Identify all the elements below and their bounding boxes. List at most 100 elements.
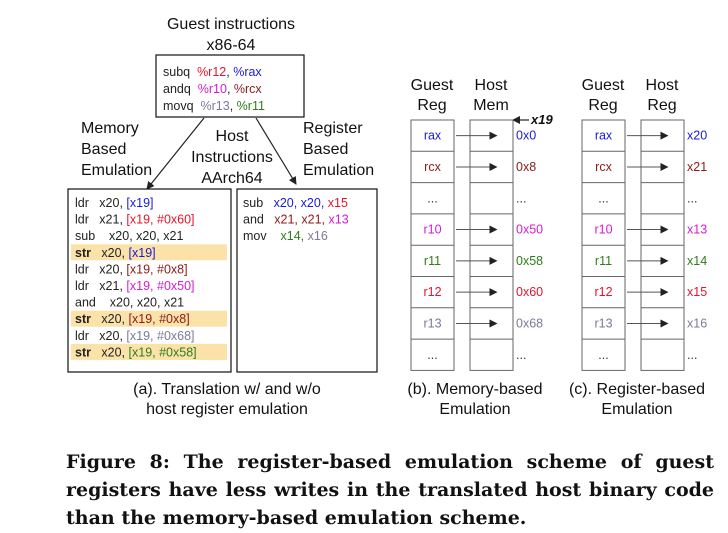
register-code-line: mov x14, x16: [243, 229, 328, 243]
register-label-line-3: Emulation: [303, 162, 374, 179]
caption-c-line-1: (c). Register-based: [569, 381, 705, 398]
caption-a-line-1: (a). Translation w/ and w/o: [133, 381, 321, 398]
code-token: ,: [227, 82, 234, 96]
caption-c-line-2: Emulation: [601, 401, 672, 418]
guest-reg-cell: r13: [423, 316, 441, 330]
code-token: movq: [163, 99, 194, 113]
host-cell: x15: [687, 285, 707, 299]
memory-code-line: ldr x21, [x19, #0x50]: [75, 279, 195, 293]
caption-a-line-2: host register emulation: [146, 401, 308, 418]
guest-title: Guest instructions: [167, 16, 295, 33]
code-token: [x19, #0x58]: [129, 345, 197, 359]
code-token: %r11: [237, 99, 265, 113]
guest-reg-cell: rcx: [595, 160, 612, 174]
code-token: %rcx: [234, 82, 263, 96]
memory-code-line: ldr x20, [x19, #0x68]: [75, 329, 195, 343]
host-instructions-label: Host Instructions AArch64: [191, 128, 273, 187]
code-token: [x19]: [126, 196, 153, 210]
panel-c-col1-line-1: Guest: [582, 77, 625, 94]
memory-code-line: sub x20, x20, x21: [75, 229, 183, 243]
memory-code-line: str x20, [x19]: [75, 246, 156, 260]
register-code-line: sub x20, x20, x15: [243, 196, 348, 210]
code-token: andq: [163, 82, 191, 96]
code-token: and: [243, 213, 274, 227]
guest-reg-cell: r12: [594, 285, 612, 299]
code-token: [190, 65, 197, 79]
store-highlight: [71, 244, 227, 261]
guest-reg-cell: rcx: [424, 160, 441, 174]
code-token: ldr x21,: [75, 279, 126, 293]
code-token: x20,: [91, 345, 129, 359]
host-cell: x21: [687, 160, 707, 174]
code-token: [194, 99, 201, 113]
host-cell: 0x58: [516, 254, 543, 268]
code-token: sub x20, x20, x21: [75, 229, 183, 243]
register-label-line-2: Based: [303, 141, 348, 158]
panel-c-col2-line-2: Reg: [647, 97, 676, 114]
code-token: x20,: [91, 246, 129, 260]
guest-reg-cell: r12: [423, 285, 441, 299]
caption-b-line-2: Emulation: [439, 401, 510, 418]
arrow-to-register-emulation: [255, 117, 297, 185]
code-token: mov: [243, 229, 281, 243]
panel-b-col2-line-1: Host: [475, 77, 508, 94]
panel-b-base-register: x19: [530, 112, 553, 127]
code-token: x14,: [281, 229, 305, 243]
code-token: ldr x20,: [75, 262, 126, 276]
guest-reg-cell: r13: [594, 316, 612, 330]
guest-reg-cell: r10: [423, 223, 441, 237]
host-label-line-2: Instructions: [191, 149, 273, 166]
code-token: [x19, #0x68]: [126, 329, 194, 343]
guest-code-line: movq %r13, %r11: [163, 99, 265, 113]
code-token: and x20, x20, x21: [75, 296, 184, 310]
guest-arch: x86-64: [207, 37, 256, 54]
guest-reg-cell: r10: [594, 223, 612, 237]
code-token: x20, x20,: [274, 196, 325, 210]
guest-code-line: andq %r10, %rcx: [163, 82, 262, 96]
panel-c-col1-line-2: Reg: [588, 97, 617, 114]
code-token: %r10: [198, 82, 227, 96]
code-token: ldr x21,: [75, 213, 126, 227]
memory-code-lines: ldr x20, [x19]ldr x21, [x19, #0x60]sub x…: [71, 196, 227, 360]
host-cell: ...: [687, 191, 697, 205]
arrow-to-memory-emulation: [146, 117, 205, 190]
figure-caption: Figure 8: The register-based emulation s…: [66, 451, 714, 529]
memory-code-line: ldr x21, [x19, #0x60]: [75, 213, 195, 227]
code-token: [x19, #0x60]: [126, 213, 194, 227]
host-cell: x13: [687, 223, 707, 237]
guest-reg-cell: ...: [427, 191, 437, 205]
code-token: str: [75, 246, 91, 260]
code-token: ,: [226, 65, 233, 79]
host-cell: x16: [687, 316, 707, 330]
guest-reg-cell: r11: [424, 254, 441, 268]
panel-b-col1-line-2: Reg: [417, 97, 446, 114]
code-token: ldr x20,: [75, 196, 126, 210]
store-highlight: [71, 310, 227, 327]
code-token: [x19, #0x50]: [126, 279, 194, 293]
memory-label-line-1: Memory: [81, 120, 139, 137]
code-token: x20,: [91, 312, 129, 326]
guest-reg-cell: ...: [427, 348, 437, 362]
guest-reg-cell: rax: [424, 129, 442, 143]
host-cell: ...: [516, 348, 526, 362]
memory-code-box: [67, 188, 232, 373]
code-token: [x19]: [129, 246, 156, 260]
host-label-line-3: AArch64: [201, 170, 262, 187]
host-label-line-1: Host: [216, 128, 249, 145]
code-token: str: [75, 312, 91, 326]
code-token: %r13: [201, 99, 230, 113]
register-code-line: and x21, x21, x13: [243, 213, 349, 227]
host-cell: 0x0: [516, 129, 536, 143]
register-code-lines: sub x20, x20, x15 and x21, x21, x13 mov x1…: [243, 196, 349, 243]
host-cell: ...: [516, 191, 526, 205]
code-token: sub: [243, 196, 274, 210]
code-token: x16: [308, 229, 328, 243]
host-cell: 0x68: [516, 316, 543, 330]
code-token: x15: [328, 196, 348, 210]
guest-code-line: subq %r12, %rax: [163, 65, 262, 79]
memory-code-line: ldr x20, [x19, #0x8]: [75, 262, 188, 276]
code-token: x13: [329, 213, 349, 227]
code-token: [x19, #0x8]: [126, 262, 187, 276]
